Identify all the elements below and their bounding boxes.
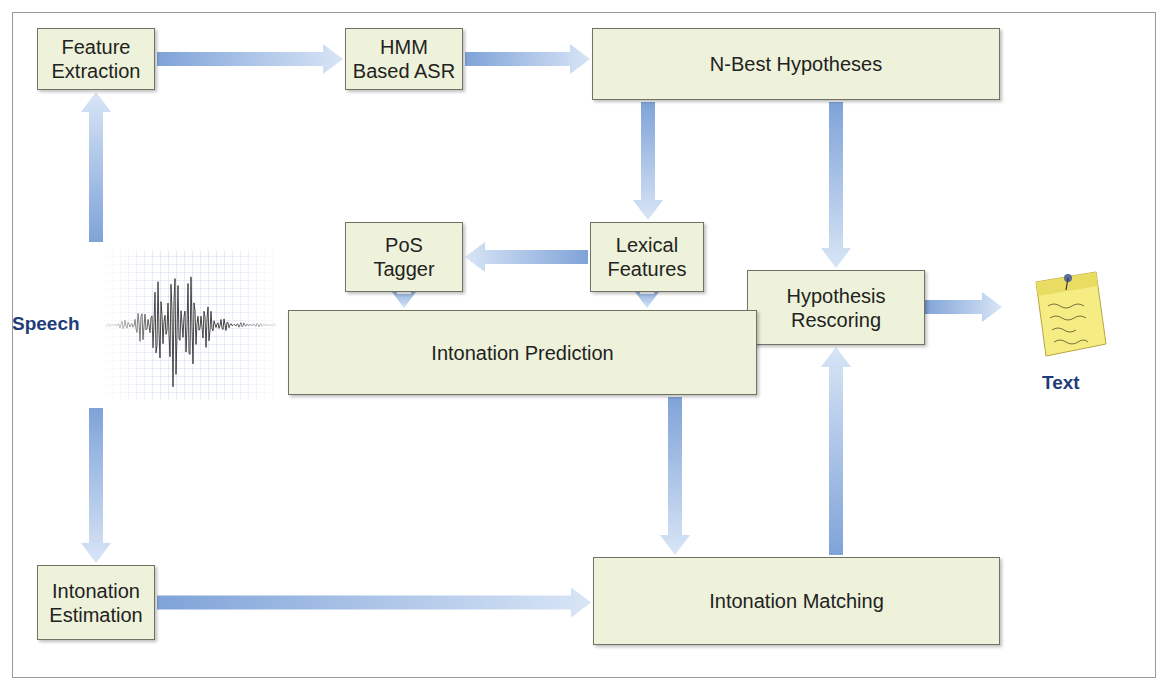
flow-arrow [465, 242, 588, 272]
process-box: PoS Tagger [345, 222, 463, 292]
process-box: N-Best Hypotheses [592, 28, 1000, 100]
box-label: N-Best Hypotheses [704, 48, 888, 80]
box-label: HMM Based ASR [346, 31, 462, 87]
waveform-grid [104, 250, 278, 400]
output-label: Text [1042, 372, 1080, 394]
process-box: Lexical Features [590, 222, 704, 292]
waveform-fade [104, 250, 278, 400]
box-label: Intonation Matching [703, 585, 890, 617]
flow-arrow [157, 44, 343, 74]
box-label: PoS Tagger [346, 229, 462, 285]
flow-arrow [660, 397, 690, 555]
flow-arrow [821, 347, 851, 555]
speech-arrow-down [81, 408, 111, 563]
flow-arrow [633, 102, 663, 220]
box-label: Feature Extraction [38, 31, 154, 87]
flow-arrow [465, 44, 590, 74]
note-icon [1036, 272, 1106, 356]
input-label: Speech [12, 313, 80, 335]
box-label: Hypothesis Rescoring [748, 280, 924, 336]
process-box: Hypothesis Rescoring [747, 270, 925, 345]
box-label: Intonation Prediction [425, 337, 619, 369]
process-box: Intonation Prediction [288, 310, 757, 395]
process-box: Feature Extraction [37, 28, 155, 90]
box-label: Intonation Estimation [38, 575, 154, 631]
flow-arrow [821, 102, 851, 268]
process-box: HMM Based ASR [345, 28, 463, 90]
flow-arrow [157, 588, 591, 618]
box-label: Lexical Features [591, 229, 703, 285]
process-box: Intonation Matching [593, 557, 1000, 645]
speech-arrow-up [81, 92, 111, 242]
process-box: Intonation Estimation [37, 565, 155, 640]
output-arrow [924, 292, 1002, 322]
